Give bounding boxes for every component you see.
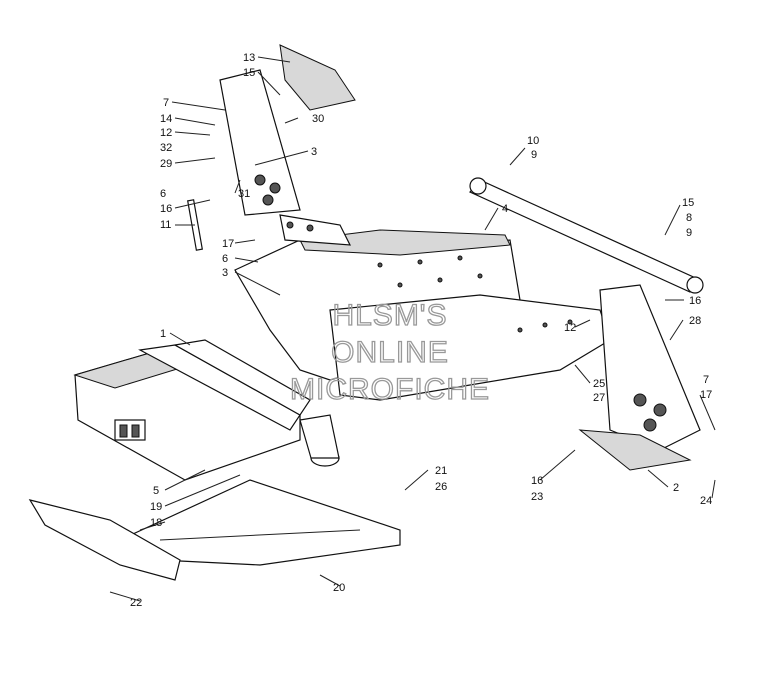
callout-19: 19	[150, 501, 162, 513]
callout-27: 27	[593, 392, 605, 404]
callout-25: 25	[593, 378, 605, 390]
callout-15: 15	[243, 67, 255, 79]
watermark-line-3: MICROFICHE	[290, 373, 490, 406]
callout-7: 7	[163, 97, 169, 109]
callout-23: 23	[531, 491, 543, 503]
callout-22: 22	[130, 597, 142, 609]
callout-6: 6	[160, 188, 166, 200]
callout-10: 10	[527, 135, 539, 147]
callout-3: 3	[311, 146, 317, 158]
callout-32: 32	[160, 142, 172, 154]
callout-15b: 15	[682, 197, 694, 209]
belly-pan	[28, 479, 401, 581]
callout-16: 16	[160, 203, 172, 215]
front-shaft	[469, 177, 704, 294]
callout-16c: 16	[531, 475, 543, 487]
callout-2: 2	[673, 482, 679, 494]
callout-31: 31	[238, 188, 250, 200]
callout-3b: 3	[222, 267, 228, 279]
callout-30: 30	[312, 113, 324, 125]
callout-20: 20	[333, 582, 345, 594]
callout-13: 13	[243, 52, 255, 64]
callout-6b: 6	[222, 253, 228, 265]
steering-bracket	[187, 44, 356, 251]
callout-18: 18	[150, 517, 162, 529]
callout-29: 29	[160, 158, 172, 170]
callout-7b: 7	[703, 374, 709, 386]
callout-12: 12	[160, 127, 172, 139]
callout-12b: 12	[564, 322, 576, 334]
callout-28: 28	[689, 315, 701, 327]
callout-labels: 13 15 7 14 12 30 32 29 3 31 6 16 11 10 9…	[130, 52, 712, 609]
callout-9: 9	[531, 149, 537, 161]
callout-11: 11	[160, 219, 171, 231]
watermark: HLSM'S ONLINE MICROFICHE	[289, 298, 490, 406]
callout-24: 24	[700, 495, 712, 507]
callout-14: 14	[160, 113, 172, 125]
callout-9b: 9	[686, 227, 692, 239]
callout-26: 26	[435, 481, 447, 493]
callout-17: 17	[222, 238, 234, 250]
callout-8: 8	[686, 212, 692, 224]
chassis-frame	[73, 229, 701, 481]
callout-21: 21	[435, 465, 447, 477]
callout-16b: 16	[689, 295, 701, 307]
callout-17b: 17	[700, 389, 712, 401]
callout-4: 4	[502, 203, 508, 215]
watermark-line-2: ONLINE	[331, 336, 449, 369]
callout-1: 1	[160, 328, 166, 340]
watermark-line-1: HLSM'S	[332, 299, 447, 332]
leader-lines	[109, 56, 716, 602]
callout-5: 5	[153, 485, 159, 497]
